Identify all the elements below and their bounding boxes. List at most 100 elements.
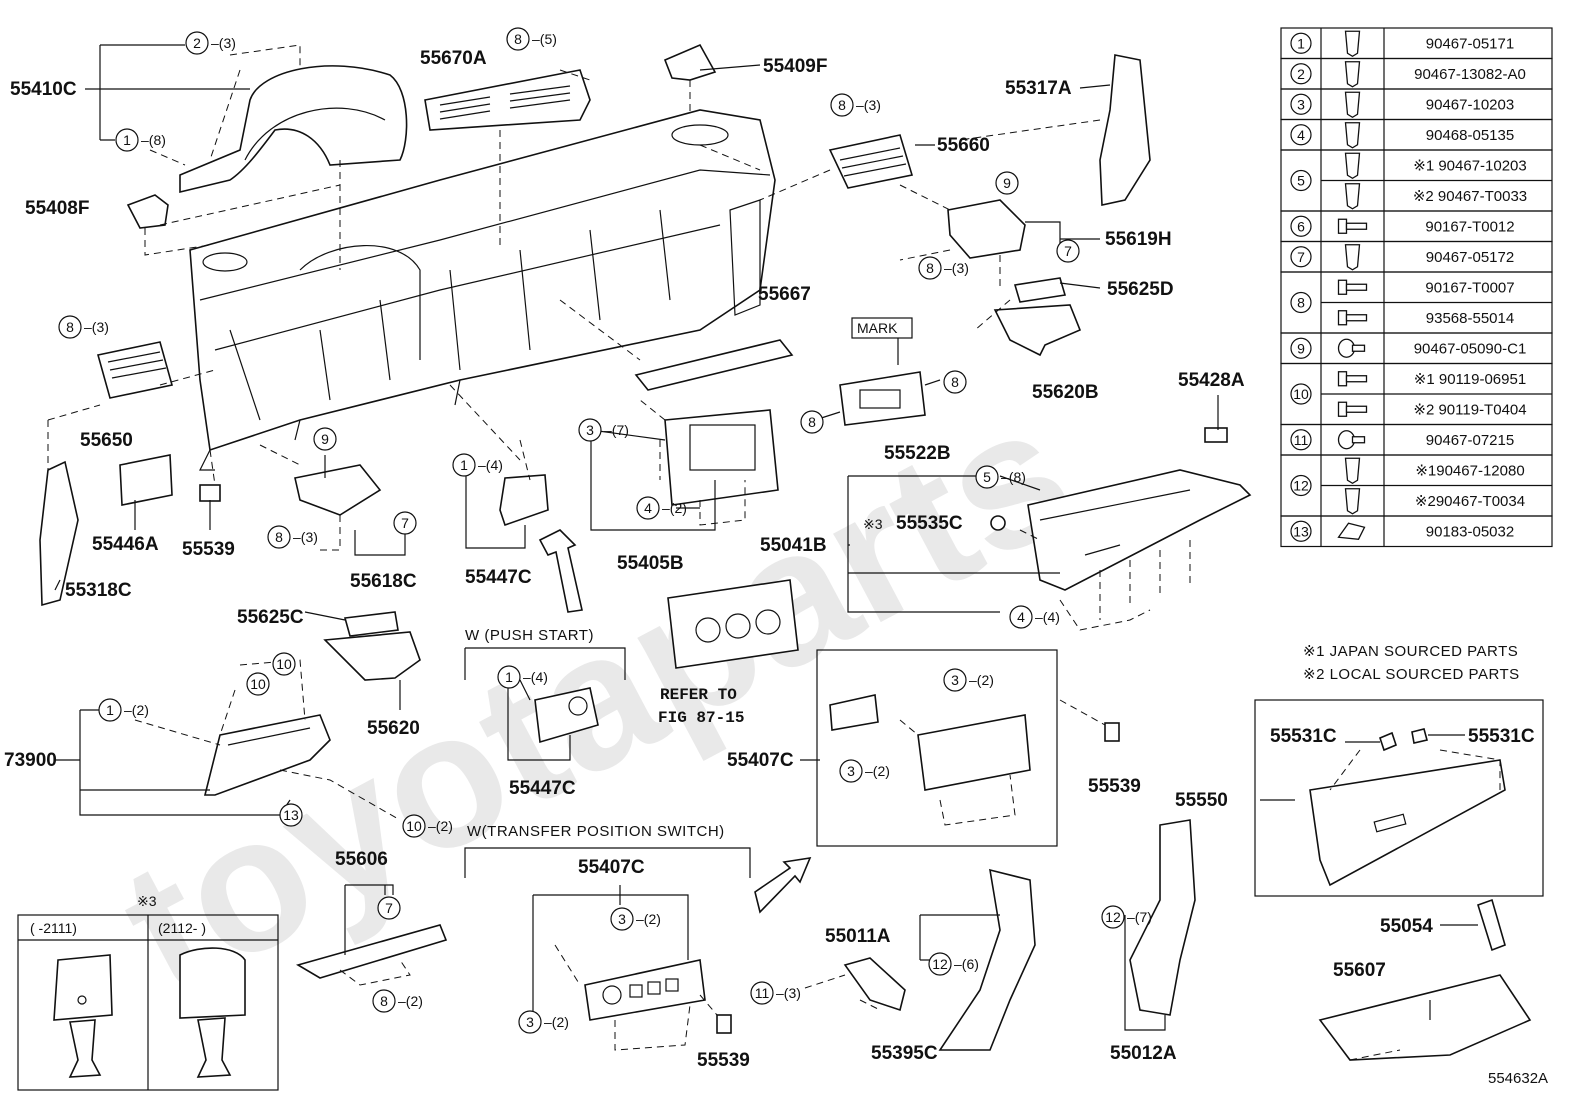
inset-note3-mark: ※3 [137,893,157,909]
callout-qty: –(8) [1001,469,1026,485]
misc-labels: MARK W (PUSH START) W(TRANSFER POSITION … [465,317,1548,1087]
callout-qty: –(3) [944,260,969,276]
part-number: ※2 90467-T0033 [1413,188,1527,205]
switch-bezel-55407C-lower [584,959,706,1021]
fastener-number: 2 [1297,66,1305,82]
callout-number: 8 [514,31,522,47]
clip-55531C-left [1379,731,1397,752]
callout-number: 7 [401,515,409,531]
part-label-55607: 55607 [1333,960,1386,981]
switch-base-55618C [294,464,382,516]
callout-10: 10 [246,672,270,696]
callout-number: 7 [385,900,393,916]
callout-number: 9 [1003,175,1011,191]
fastener-number: 10 [1293,386,1309,402]
arrow-up [538,529,583,613]
part-label-55606: 55606 [335,849,388,870]
fastener-number: 4 [1297,127,1305,143]
callout-qty: –(4) [478,457,503,473]
callout-1: 1–(4) [452,453,503,477]
inset-right-header: (2112- ) [158,920,206,936]
meter-hood-55410C [179,65,408,194]
callout-qty: –(2) [428,818,453,834]
clip-55539-left [199,484,221,502]
part-number: 93568-55014 [1426,310,1514,327]
part-label-55409F: 55409F [763,56,827,77]
callout-number: 1 [123,132,131,148]
callout-number: 3 [526,1014,534,1030]
part-labels: 55410C 55670A 55409F 55317A 55408F 55660… [4,48,1535,1071]
part-label-55395C: 55395C [871,1043,938,1064]
part-label-55447C-b: 55447C [509,778,576,799]
cup-insert-55625D [1013,277,1067,303]
part-label-55407C-a: 55407C [727,750,794,771]
callout-qty: –(8) [141,132,166,148]
part-label-55619H: 55619H [1105,229,1172,250]
part-number: ※290467-T0034 [1415,493,1525,510]
fastener-row-12: 12※190467-12080※290467-T0034 [1280,454,1553,517]
callout-13: 13 [279,803,303,827]
callout-qty: –(6) [954,956,979,972]
side-panel-55318C [39,460,79,607]
callout-number: 10 [406,818,422,834]
callout-9: 9 [313,427,337,451]
clip-55539-bottom [716,1014,732,1034]
callout-qty: –(4) [1035,609,1060,625]
clip-icon [1344,61,1361,88]
callout-8: 8–(3) [267,525,318,549]
part-number: 90467-05090-C1 [1414,340,1527,357]
finish-panel-55447C-bottom [534,687,599,744]
part-label-55446A: 55446A [92,534,159,555]
callout-10: 10 –(2) [402,814,453,838]
note-local: ※2 LOCAL SOURCED PARTS [1303,666,1520,683]
part-label-55522B: 55522B [884,443,951,464]
part-label-55625D: 55625D [1107,279,1174,300]
figure-id: 554632A [1488,1070,1548,1087]
callout-number: 8 [926,260,934,276]
part-number: 90167-T0007 [1425,279,1514,296]
part-number: ※1 90119-06951 [1414,371,1526,388]
vent-55446A [119,454,173,506]
part-label-55318C: 55318C [65,580,132,601]
callout-qty: –(2) [398,993,423,1009]
lower-cover-55606 [295,924,448,979]
callout-qty: –(2) [636,911,661,927]
callout-3: 3–(7) [578,418,629,442]
cover-55409F [663,43,717,81]
callout-9: 9 [995,171,1019,195]
part-number: 90467-13082-A0 [1414,66,1526,83]
note-japan: ※1 JAPAN SOURCED PARTS [1303,643,1518,660]
clip-new [179,947,246,1019]
side-vent-55650 [96,341,174,399]
part-number: ※190467-12080 [1415,462,1524,479]
callout-number: 10 [250,676,266,692]
part-label-55550: 55550 [1175,790,1228,811]
callout-7: 7 [393,511,417,535]
part-label-55650: 55650 [80,430,133,451]
clip-55428A [1204,427,1228,443]
side-cover-55012A [1129,819,1196,1016]
part-label-55531C-b: 55531C [1468,726,1535,747]
clip-55539-right [1104,722,1120,742]
callout-1: 1–(2) [98,698,149,722]
clip-icon [1344,91,1361,119]
part-label-55539-a: 55539 [182,539,235,560]
part-label-55317A: 55317A [1005,78,1072,99]
push-rivet-icon [1337,338,1366,358]
callout-qty: –(2) [969,672,994,688]
fastener-number: 6 [1297,218,1305,234]
callout-number: 3 [847,763,855,779]
callout-8: 8–(3) [58,315,109,339]
screw-icon [1337,279,1368,295]
callout-8: 8–(3) [830,93,881,117]
bolt-icon [1337,401,1368,417]
callout-number: 8 [951,374,959,390]
push-rivet-icon [1337,430,1366,450]
part-number: 90467-05171 [1426,35,1514,52]
callout-8: 8 [943,370,967,394]
part-label-55041B: 55041B [760,535,827,556]
